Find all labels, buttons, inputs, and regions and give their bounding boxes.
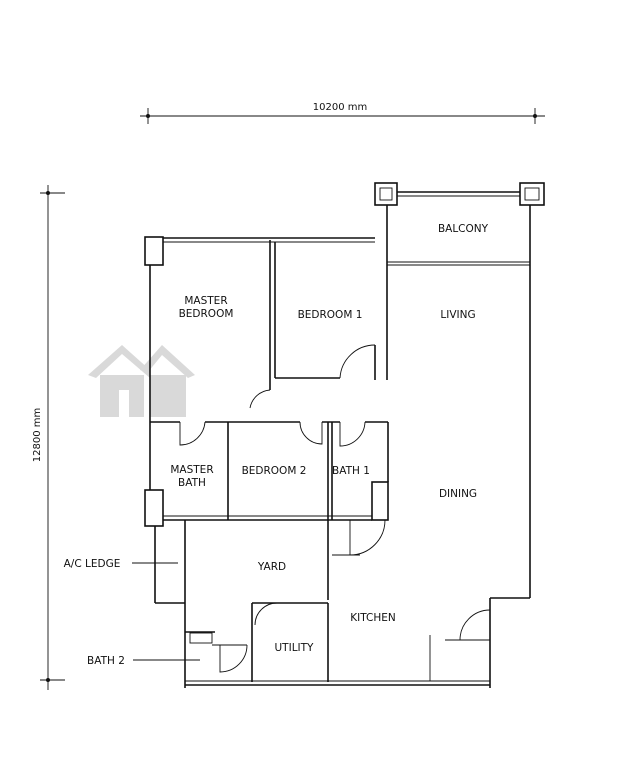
- height-label: 12800 mm: [32, 408, 43, 462]
- yard-label: YARD: [257, 561, 286, 573]
- width-label: 10200 mm: [313, 102, 367, 113]
- ac-ledge-label: A/C LEDGE: [64, 558, 121, 570]
- kitchen-label: KITCHEN: [350, 612, 396, 624]
- dining-label: DINING: [439, 488, 477, 500]
- bedroom-2-label: BEDROOM 2: [242, 465, 307, 477]
- walls: [144, 182, 545, 688]
- width-dimension: 10200 mm: [140, 102, 545, 124]
- bedroom-1-label: BEDROOM 1: [298, 309, 363, 321]
- utility-label: UTILITY: [275, 642, 315, 654]
- ac-ledge-callout: A/C LEDGE: [64, 558, 178, 570]
- height-dimension: 12800 mm: [32, 185, 65, 690]
- master-bedroom-label-line2: BEDROOM: [179, 308, 234, 320]
- master-bath-label-line1: MASTER: [170, 464, 213, 476]
- bath-1-label: BATH 1: [332, 465, 370, 477]
- master-bedroom-label-line1: MASTER: [184, 295, 227, 307]
- master-bath-label-line2: BATH: [178, 477, 206, 489]
- watermark-house-logo: [88, 345, 195, 417]
- bath-2-label: BATH 2: [87, 655, 125, 667]
- balcony-label: BALCONY: [438, 223, 489, 235]
- living-label: LIVING: [440, 309, 475, 321]
- bath-2-callout: BATH 2: [87, 655, 200, 667]
